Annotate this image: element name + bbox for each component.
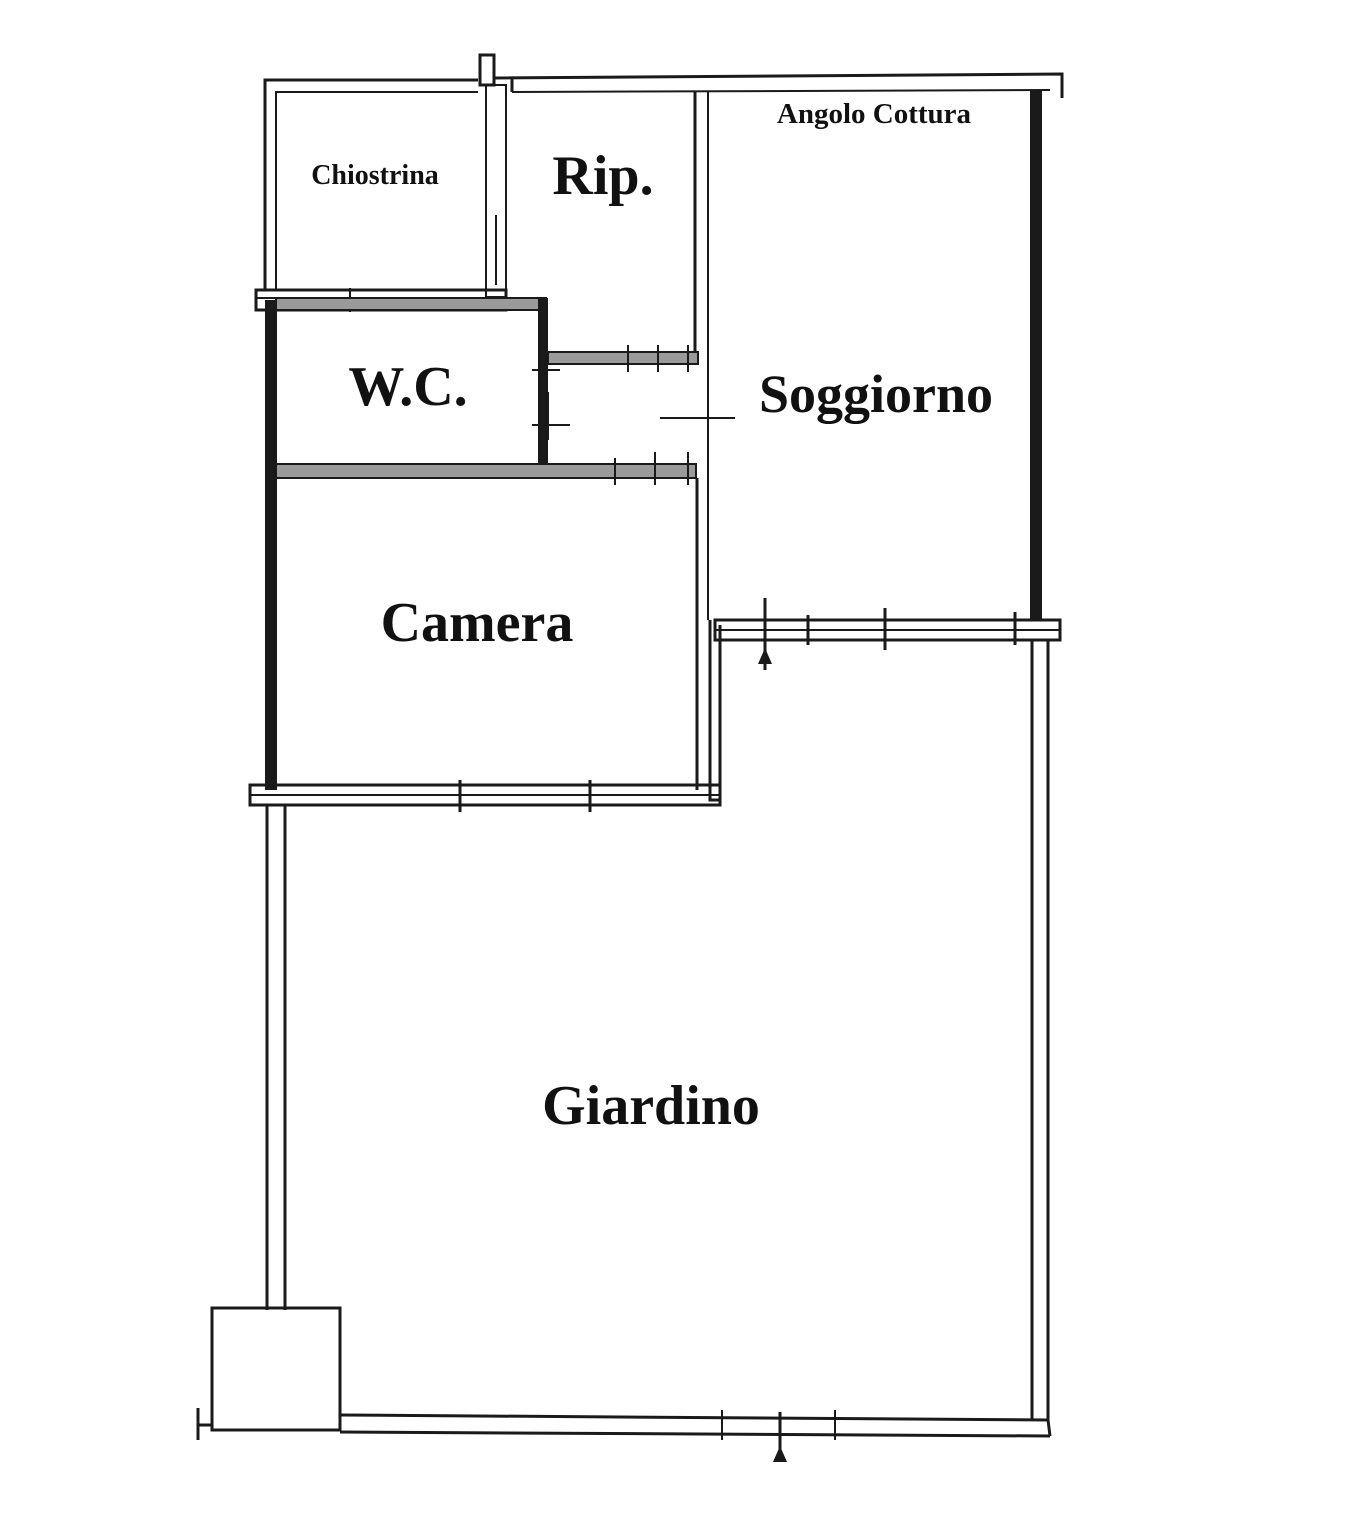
- wall-top-main: [493, 72, 1064, 98]
- gate-door-arrow: [773, 1446, 787, 1462]
- wall-soggiorno-right: [1030, 90, 1042, 620]
- garden-corner-box: [210, 1306, 342, 1432]
- wall-top-inner: [511, 89, 1051, 93]
- shaft: [478, 53, 496, 87]
- label-camera: Camera: [381, 592, 574, 654]
- wall-wc-bottom: [275, 463, 697, 479]
- label-chiostrina: Chiostrina: [311, 160, 439, 191]
- label-giardino: Giardino: [542, 1075, 760, 1137]
- wall-corridor-top: [547, 351, 699, 365]
- fence-bottom-outer: [339, 1413, 1049, 1422]
- label-angolo-cottura: Angolo Cottura: [777, 98, 972, 130]
- fence-bottom-end: [1046, 1419, 1052, 1437]
- label-ripostiglio: Rip.: [552, 145, 653, 207]
- wall-chiostrina-top: [263, 78, 478, 290]
- label-wc: W.C.: [348, 356, 467, 418]
- wall-camera-right-step: [708, 620, 722, 802]
- soggiorno-door-arrow: [758, 648, 772, 664]
- wall-chiostrina-inner: [275, 91, 478, 290]
- label-soggiorno: Soggiorno: [759, 364, 993, 424]
- apartment-walls: [248, 53, 1064, 812]
- wall-left: [265, 300, 277, 790]
- garden-boundary: [196, 640, 1052, 1462]
- wall-wc-top: [275, 297, 547, 311]
- fence-bottom-inner: [339, 1430, 1051, 1438]
- wall-wc-right: [538, 298, 548, 466]
